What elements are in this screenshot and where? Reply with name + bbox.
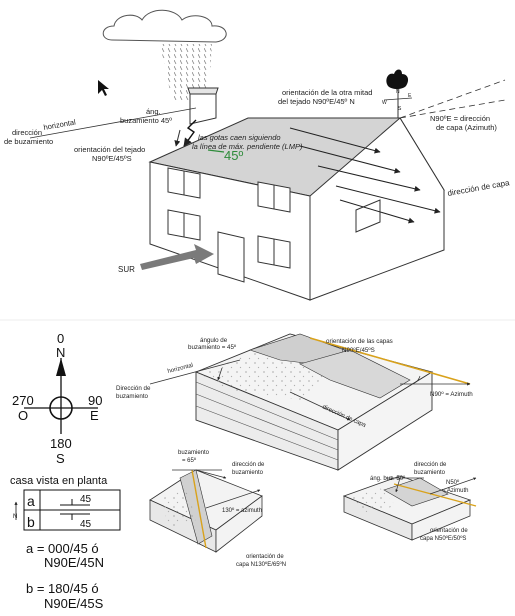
gl-azimuth: 130º = azimuth	[222, 507, 262, 514]
rooster-icon	[386, 70, 408, 90]
gm-layer-orientation-2: N90ºE/45ºS	[342, 347, 375, 354]
label-strike-direction: dirección de capa	[447, 178, 511, 198]
mouse-cursor-icon	[98, 80, 109, 96]
cloud	[103, 10, 226, 42]
gl-dip-2: = 65º	[182, 457, 197, 464]
gm-layer-orientation-1: orientación de las capas	[326, 338, 393, 345]
plan-view: casa vista en planta a b 45 45 N a = 000…	[10, 475, 120, 611]
compass-s-deg: 180	[50, 436, 72, 451]
label-dip-direction-1: dirección	[12, 128, 42, 137]
gl-orientation-1: orientación de	[246, 554, 284, 560]
plan-row-b: b	[27, 514, 35, 530]
label-other-half-1: orientación de la otra mitad	[282, 88, 372, 97]
label-roof-orientation-1: orientación del tejado	[74, 145, 145, 154]
compass-e: E	[90, 408, 99, 423]
door	[218, 232, 244, 282]
gm-dip-angle-2: buzamiento = 45º	[188, 344, 237, 351]
gr-dip-direction-2: buzamiento	[414, 470, 446, 476]
gl-dip-direction-1: dirección de	[232, 462, 265, 468]
label-roof-orientation-2: N90ºE/45ºS	[92, 154, 132, 163]
weather-vane: E W N S	[382, 70, 412, 119]
gr-dip-direction-1: dirección de	[414, 462, 447, 468]
label-other-half-2: del tejado N90ºE/45º N	[278, 97, 355, 106]
gr-orientation-1: orientación de	[430, 528, 468, 534]
label-drops-2: la línea de máx. pendiente (LMP)	[192, 142, 303, 151]
plan-row-b-value: 45	[80, 519, 92, 530]
gr-azimuth-1: N50º	[446, 479, 460, 486]
label-horizontal: horizontal	[43, 117, 77, 132]
label-dip-angle-1: áng.	[146, 107, 161, 116]
gr-dip: áng. buz. 50º	[370, 475, 406, 482]
vane-south: S	[398, 106, 402, 112]
plan-north: N	[13, 514, 17, 520]
compass-n-deg: 0	[57, 331, 64, 346]
gl-orientation-2: capa N130ºE/65ºN	[236, 561, 286, 568]
compass-n: N	[56, 345, 65, 360]
gl-dip-1: buzamiento	[178, 450, 210, 456]
plan-b-line1: b = 180/45 ó	[26, 581, 99, 596]
gr-azimuth-2: = Azimuth	[442, 488, 469, 494]
label-drops-1: las gotas caen siguiendo	[198, 133, 281, 142]
gm-dip-direction-1: Dirección de	[116, 385, 151, 392]
plan-title: casa vista en planta	[10, 475, 108, 487]
gm-dip-direction-2: buzamiento	[116, 393, 149, 400]
gm-azimuth: N90º = Azimuth	[430, 391, 473, 398]
label-angle-45: 45º	[224, 148, 243, 163]
compass-w: O	[18, 408, 28, 423]
compass-rose: 0 N 90 E 180 S 270 O	[12, 331, 102, 466]
plan-b-line2: N90E/45S	[44, 596, 104, 611]
compass-s: S	[56, 451, 65, 466]
plan-row-a-value: 45	[80, 494, 92, 505]
label-south: SUR	[118, 265, 135, 274]
label-dip-direction-2: de buzamiento	[4, 137, 53, 146]
gm-dip-angle-1: ángulo de	[200, 337, 228, 344]
plan-row-a: a	[27, 493, 35, 509]
compass-e-deg: 90	[88, 393, 102, 408]
plan-a-line1: a = 000/45 ó	[26, 541, 99, 556]
gr-orientation-2: capa N50ºE/50ºS	[420, 535, 466, 542]
label-strike-note-1: N90ºE = dirección	[430, 114, 490, 123]
north-arrow-icon	[56, 358, 66, 376]
label-dip-angle-2: buzamiento 45º	[120, 116, 172, 125]
gl-dip-direction-2: buzamiento	[232, 470, 264, 476]
plan-a-line2: N90E/45N	[44, 555, 104, 570]
compass-w-deg: 270	[12, 393, 34, 408]
label-strike-note-2: de capa (Azimuth)	[436, 123, 497, 132]
vane-north: N	[396, 89, 400, 95]
strike-dashed-line	[400, 80, 505, 118]
vane-west: W	[382, 100, 387, 106]
